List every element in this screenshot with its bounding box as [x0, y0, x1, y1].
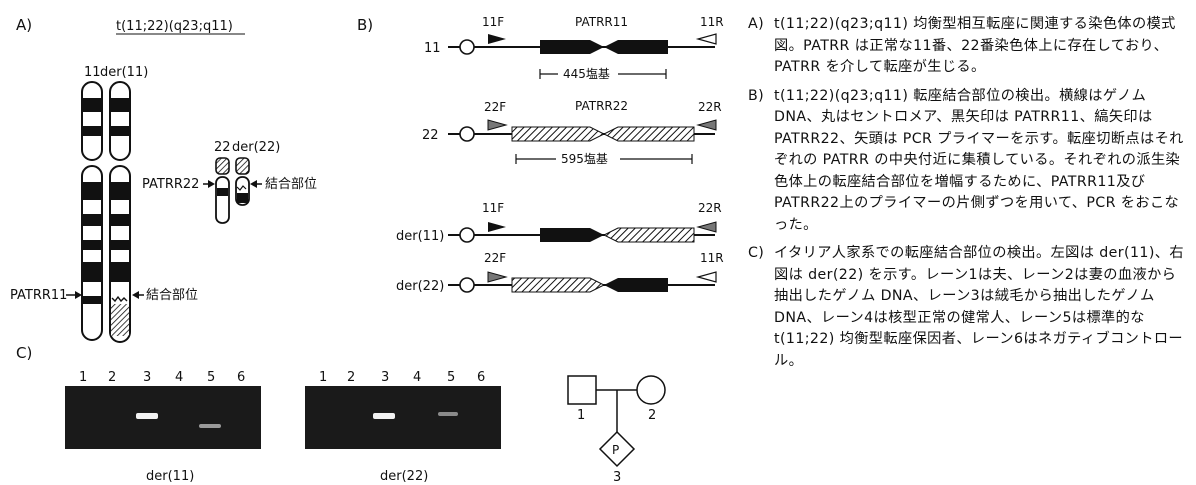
gel-left-band-lane5 [199, 424, 221, 428]
panel-a-title: t(11;22)(q23;q11) [116, 19, 233, 34]
row-der11-name: der(11) [396, 229, 444, 244]
row-22-primer-right: 22R [698, 100, 722, 114]
gel-left-lane-1: 1 [79, 370, 87, 385]
patrr22-label: PATRR22 [142, 177, 199, 192]
chromosome-der11 [110, 82, 130, 342]
legend-text-a: t(11;22)(q23;q11) 均衡型相互転座に関連する染色体の模式図。PA… [774, 16, 1176, 75]
chromosome-22 [216, 158, 229, 223]
panel-a-label: A) [16, 16, 32, 34]
junction-arrowhead-22 [250, 180, 257, 188]
gel-right-lane-1: 1 [319, 370, 327, 385]
row-22-element: PATRR22 [575, 99, 628, 113]
row-22-name: 22 [422, 128, 439, 143]
patrr22-arrowhead [208, 180, 215, 188]
legend-text-c: イタリア人家系での転座結合部位の検出。左図は der(11)、右図は der(2… [774, 245, 1184, 369]
map-row-der11: der(11) 11F 22R [396, 201, 722, 244]
legend-item-b: B) t(11;22)(q23;q11) 転座結合部位の検出。横線はゲノム DN… [748, 86, 1190, 237]
legend-tag-c: C) [748, 243, 764, 265]
gel-left-lane-2: 2 [108, 370, 116, 385]
primer-der11-22r [698, 222, 716, 232]
pedigree-label-2: 2 [648, 408, 656, 423]
pedigree-label-1: 1 [577, 408, 585, 423]
gel-right-caption: der(22) [380, 469, 428, 484]
chromosome-der22 [236, 158, 249, 205]
legend-tag-a: A) [748, 14, 764, 36]
row-der11-primer-left: 11F [482, 201, 504, 215]
gel-right-lane-3: 3 [381, 370, 389, 385]
gel-left-lane-3: 3 [143, 370, 151, 385]
row-11-primer-right: 11R [700, 15, 724, 29]
primer-11f [488, 34, 506, 44]
der11-label: der(11) [100, 65, 148, 80]
patrr11-arrowhead [75, 291, 82, 299]
pedigree-label-3: 3 [613, 470, 621, 485]
gel-right-band-lane3 [373, 413, 395, 419]
junction-label-11: 結合部位 [146, 288, 198, 303]
figure-panels: A) t(11;22)(q23;q11) 11 der(11) PATRR11 … [0, 0, 740, 485]
gel-right-lane-6: 6 [477, 370, 485, 385]
primer-der22-11r [698, 272, 716, 282]
gel-right-lane-2: 2 [347, 370, 355, 385]
legend-item-a: A) t(11;22)(q23;q11) 均衡型相互転座に関連する染色体の模式図… [748, 14, 1190, 79]
primer-22f [488, 120, 506, 130]
gel-left-lane-5: 5 [207, 370, 215, 385]
gel-right-lane-5: 5 [447, 370, 455, 385]
map-row-22: 22 PATRR22 22F 22R 595塩基 [422, 99, 722, 166]
row-11-size: 445塩基 [563, 66, 610, 81]
primer-11r [698, 34, 716, 44]
legend-item-c: C) イタリア人家系での転座結合部位の検出。左図は der(11)、右図は de… [748, 243, 1190, 372]
row-der22-primer-right: 11R [700, 251, 724, 265]
pedigree-mother [637, 376, 665, 404]
row-der22-primer-left: 22F [484, 251, 506, 265]
primer-der22-22f [488, 272, 506, 282]
map-row-der22: der(22) 22F 11R [396, 251, 724, 294]
pedigree: P 1 2 3 [568, 376, 665, 485]
gel-right-lane-4: 4 [413, 370, 421, 385]
gel-der11: 1 2 3 4 5 6 der(11) [65, 370, 261, 484]
map-row-11: 11 PATRR11 11F 11R 445塩基 [424, 15, 724, 81]
chr22-label: 22 [214, 140, 231, 155]
gel-right-band-lane5 [438, 412, 458, 416]
gel-left-lane-4: 4 [175, 370, 183, 385]
panel-b-label: B) [357, 16, 373, 34]
gel-left-lane-6: 6 [237, 370, 245, 385]
chromosome-11 [82, 82, 102, 340]
row-11-primer-left: 11F [482, 15, 504, 29]
row-der11-primer-right: 22R [698, 201, 722, 215]
pedigree-fetus-symbol: P [612, 443, 619, 457]
gel-left-caption: der(11) [146, 469, 194, 484]
der22-label: der(22) [232, 140, 280, 155]
pedigree-father [568, 376, 596, 404]
primer-22r [698, 120, 716, 130]
row-22-primer-left: 22F [484, 100, 506, 114]
chr11-label: 11 [84, 65, 101, 80]
gel-der22: 1 2 3 4 5 6 der(22) [305, 370, 501, 484]
junction-label-22: 結合部位 [265, 177, 317, 192]
row-11-element: PATRR11 [575, 15, 628, 29]
row-22-size: 595塩基 [561, 151, 608, 166]
gel-left-band-lane3 [136, 413, 158, 419]
patrr11-label: PATRR11 [10, 288, 67, 303]
row-11-name: 11 [424, 41, 441, 56]
primer-der11-11f [488, 222, 506, 232]
legend-tag-b: B) [748, 86, 764, 108]
figure-legend: A) t(11;22)(q23;q11) 均衡型相互転座に関連する染色体の模式図… [748, 14, 1190, 379]
row-der22-name: der(22) [396, 279, 444, 294]
panel-c-label: C) [16, 344, 32, 362]
junction-arrowhead-11 [132, 291, 139, 299]
legend-text-b: t(11;22)(q23;q11) 転座結合部位の検出。横線はゲノム DNA、丸… [774, 88, 1184, 233]
